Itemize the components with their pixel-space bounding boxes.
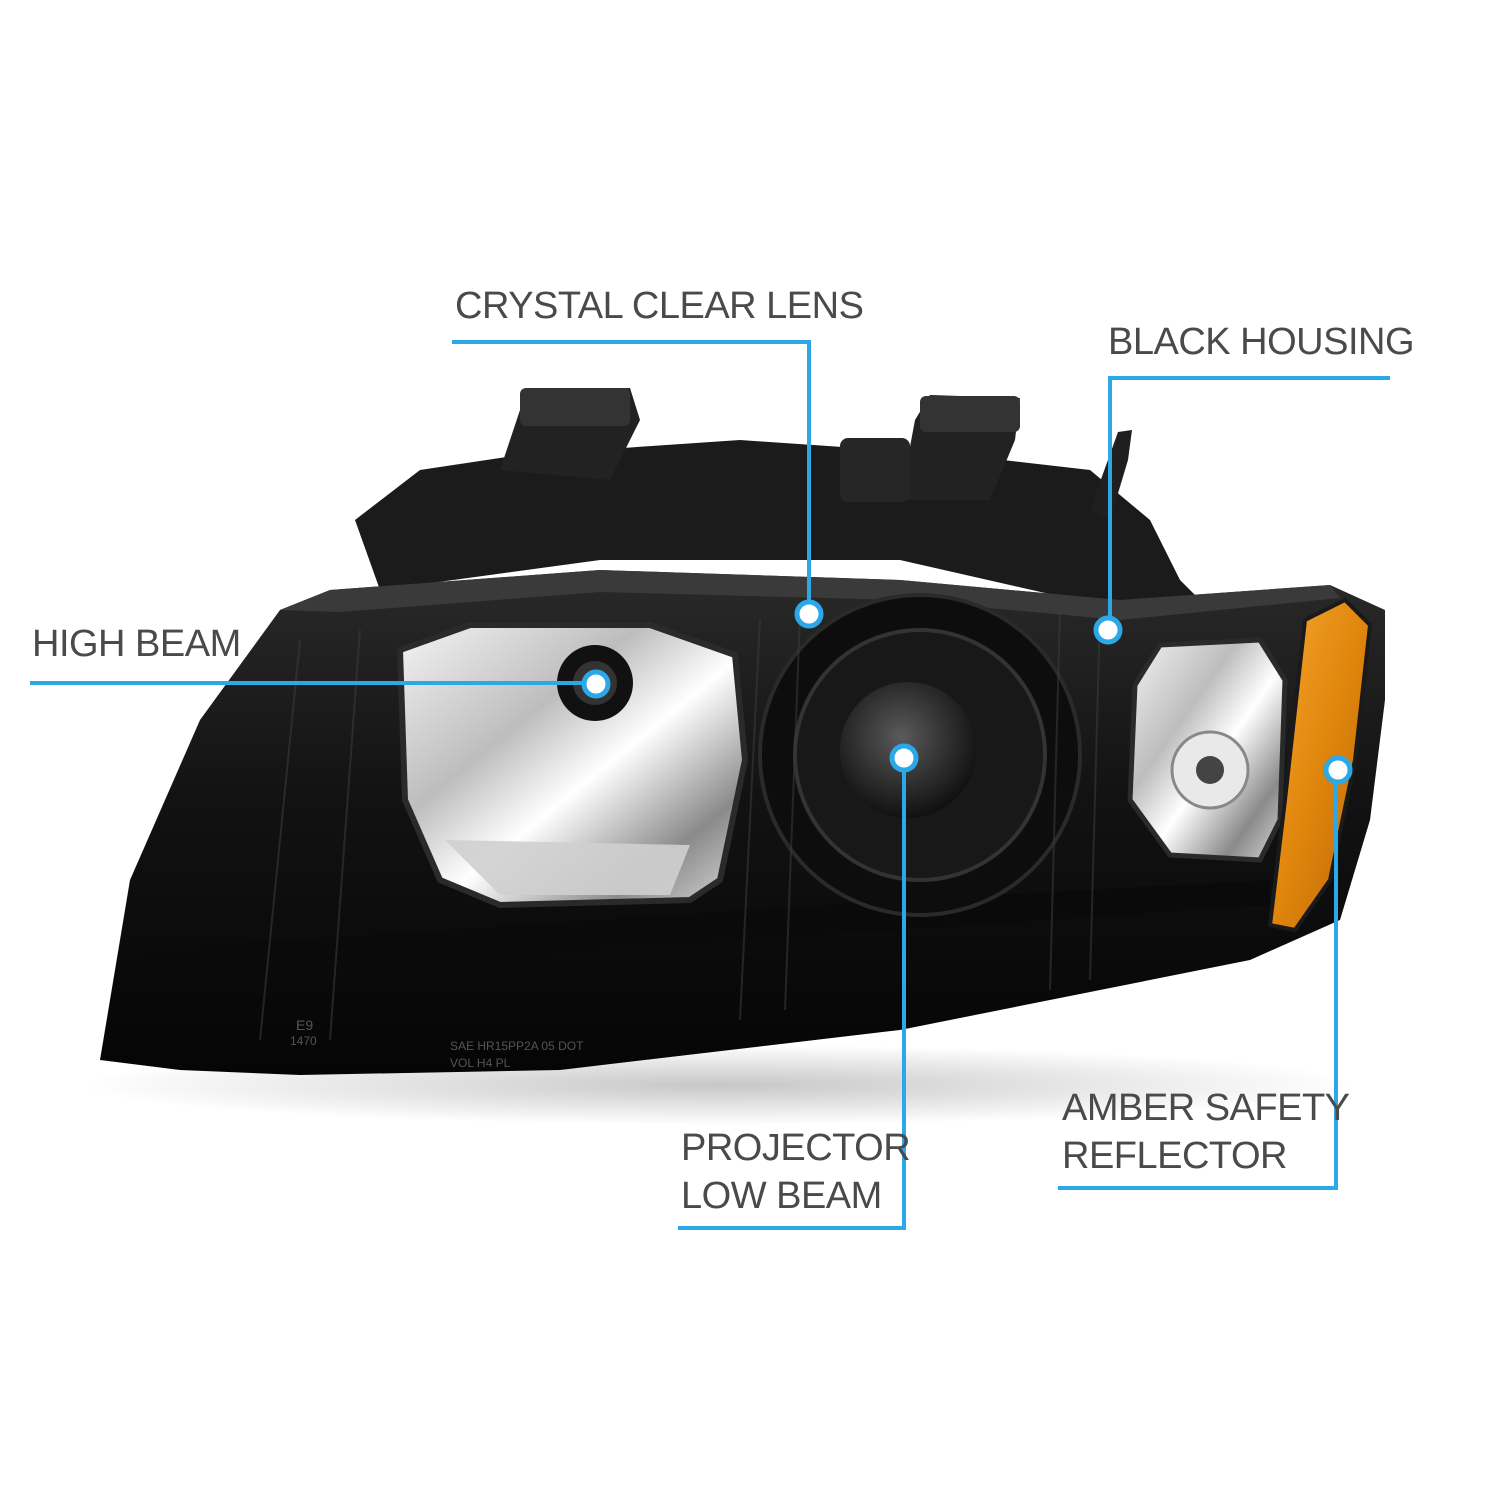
label-projector-low-beam-line1: PROJECTOR bbox=[681, 1127, 911, 1169]
label-amber-safety-reflector: AMBER SAFETY REFLECTOR bbox=[1062, 1084, 1350, 1180]
label-projector-low-beam: PROJECTOR LOW BEAM bbox=[681, 1124, 911, 1220]
high-beam-lower-strip bbox=[445, 840, 690, 895]
callout-dots bbox=[581, 599, 1353, 785]
lens-marking-code: 1470 bbox=[290, 1034, 317, 1048]
mounting-tab-right-top bbox=[920, 396, 1020, 432]
callout-dot-high-beam bbox=[581, 669, 611, 699]
callout-lines bbox=[30, 340, 1390, 1230]
corner-bulb-center bbox=[1196, 756, 1224, 784]
amber-reflector bbox=[1267, 597, 1373, 933]
lower-trim bbox=[140, 880, 1270, 980]
lens-marking-line2: VOL H4 PL bbox=[450, 1056, 511, 1070]
lens-marking-line1: SAE HR15PP2A 05 DOT bbox=[450, 1039, 584, 1053]
callout-dot-amber-safety-reflector bbox=[1323, 755, 1353, 785]
label-crystal-clear-lens: CRYSTAL CLEAR LENS bbox=[455, 285, 864, 327]
label-black-housing: BLACK HOUSING bbox=[1108, 321, 1415, 363]
callout-line-projector-low-beam bbox=[678, 758, 906, 1230]
lens-fluting bbox=[259, 609, 1101, 1041]
callout-line-black-housing bbox=[1108, 376, 1390, 628]
high-beam-reflector bbox=[396, 622, 749, 909]
callout-dot-projector-low-beam bbox=[889, 743, 919, 773]
mounting-tab-left-top bbox=[520, 388, 630, 426]
callout-dot-black-housing bbox=[1093, 615, 1123, 645]
adjuster-boss bbox=[840, 438, 910, 502]
label-high-beam: HIGH BEAM bbox=[32, 623, 241, 665]
label-projector-low-beam-line2: LOW BEAM bbox=[681, 1175, 882, 1217]
callout-line-amber-safety-reflector bbox=[1058, 770, 1338, 1190]
callout-line-crystal-clear-lens bbox=[452, 340, 811, 612]
callout-dot-crystal-clear-lens bbox=[794, 599, 824, 629]
label-amber-safety-reflector-line1: AMBER SAFETY bbox=[1062, 1087, 1350, 1129]
label-amber-safety-reflector-line2: REFLECTOR bbox=[1062, 1135, 1287, 1177]
lens-marking-e-mark: E9 bbox=[296, 1017, 313, 1033]
